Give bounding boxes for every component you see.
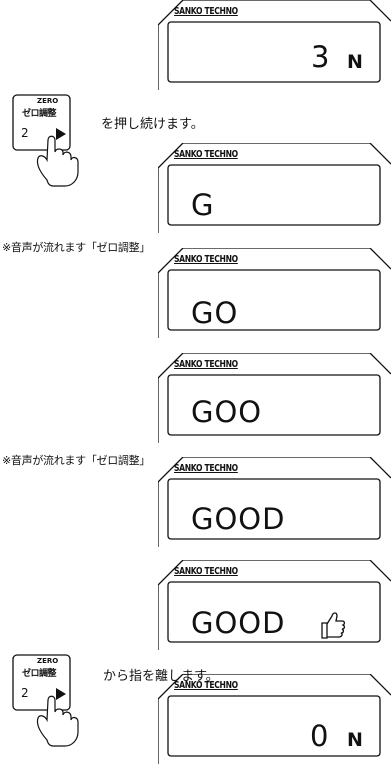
brand-label: SANKO TECHNO bbox=[174, 359, 238, 370]
key-label-jp: ゼロ調整 bbox=[22, 669, 57, 679]
display-frame bbox=[158, 560, 391, 650]
display-panel-2: SANKO TECHNO G bbox=[158, 143, 391, 233]
display-reading: GO bbox=[191, 296, 239, 330]
brand-label: SANKO TECHNO bbox=[174, 254, 238, 265]
display-frame bbox=[158, 457, 391, 547]
display-unit: N bbox=[347, 51, 363, 73]
brand-label: SANKO TECHNO bbox=[174, 680, 238, 691]
display-panel-6: SANKO TECHNO GOOD bbox=[158, 560, 391, 650]
display-unit: N bbox=[347, 729, 363, 751]
display-reading: GOO bbox=[191, 395, 263, 429]
display-panel-3: SANKO TECHNO GO bbox=[158, 248, 391, 338]
brand-label: SANKO TECHNO bbox=[174, 6, 238, 17]
display-reading: GOOD bbox=[191, 606, 286, 640]
display-frame bbox=[158, 674, 391, 764]
key-label-jp: ゼロ調整 bbox=[22, 109, 57, 119]
brand-label: SANKO TECHNO bbox=[174, 463, 238, 474]
key-label-zero: ZERO bbox=[37, 657, 59, 665]
display-reading: 3 bbox=[311, 40, 331, 74]
zero-key-frame bbox=[12, 654, 79, 747]
display-panel-1: SANKO TECHNO 3 N bbox=[158, 0, 391, 90]
display-reading: 0 bbox=[310, 719, 330, 753]
display-frame bbox=[158, 248, 391, 338]
voice-note-2: ※音声が流れます「ゼロ調整」 bbox=[2, 454, 151, 467]
brand-label: SANKO TECHNO bbox=[174, 149, 238, 160]
voice-note-1: ※音声が流れます「ゼロ調整」 bbox=[2, 241, 151, 254]
press-instruction: を押し続けます。 bbox=[101, 117, 204, 132]
key-number: 2 bbox=[21, 126, 29, 140]
display-frame bbox=[158, 143, 391, 233]
zero-key-frame bbox=[12, 94, 79, 187]
display-panel-7: SANKO TECHNO 0 N bbox=[158, 674, 391, 764]
display-panel-5: SANKO TECHNO GOOD bbox=[158, 457, 391, 547]
key-number: 2 bbox=[21, 686, 29, 700]
zero-key-illustration-1: ZERO ゼロ調整 2 bbox=[10, 94, 95, 192]
thumbs-up-icon bbox=[321, 612, 345, 639]
brand-label: SANKO TECHNO bbox=[174, 566, 238, 577]
display-frame bbox=[158, 353, 391, 443]
display-reading: G bbox=[191, 188, 215, 222]
key-label-zero: ZERO bbox=[37, 97, 59, 105]
zero-key-illustration-2: ZERO ゼロ調整 2 bbox=[10, 654, 95, 752]
display-frame bbox=[158, 0, 391, 90]
display-panel-4: SANKO TECHNO GOO bbox=[158, 353, 391, 443]
release-instruction: から指を離します。 bbox=[103, 669, 219, 684]
display-reading: GOOD bbox=[191, 502, 286, 536]
